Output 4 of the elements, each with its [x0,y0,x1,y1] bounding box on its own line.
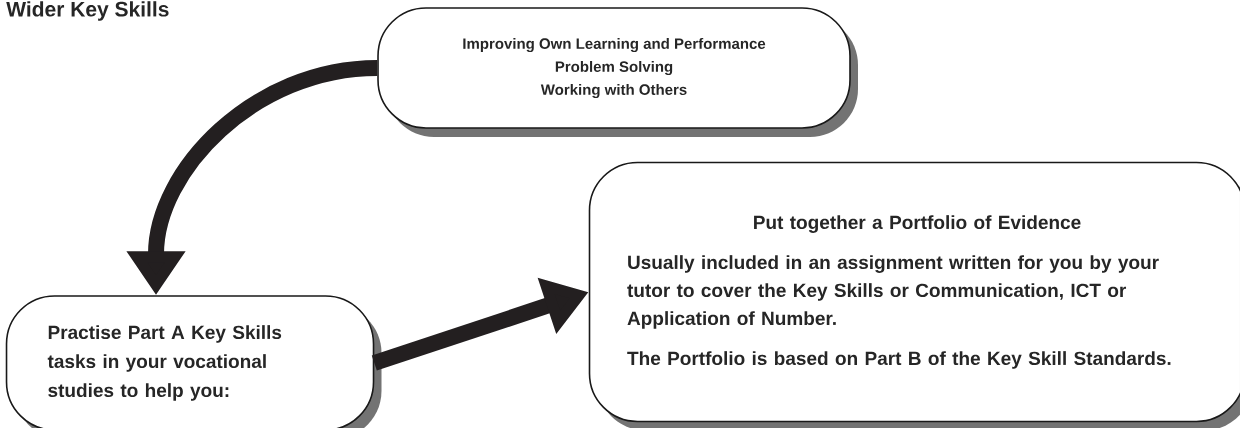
rounded-box: Improving Own Learning and Performance Problem Solving Working with Others [377,7,858,137]
rounded-box: Put together a Portfolio of Evidence Usually included in an assignment written for you by your tutor to cover the Key Skills or Communication, ICT or Application of Number. The Portfolio is based on Part B of the Key Skill Standards. [588,161,1240,428]
rounded-box: Practise Part A Key Skills tasks in your vocational studies to help you: [5,295,382,428]
diagram-title: Wider Key Skills [6,1,169,21]
